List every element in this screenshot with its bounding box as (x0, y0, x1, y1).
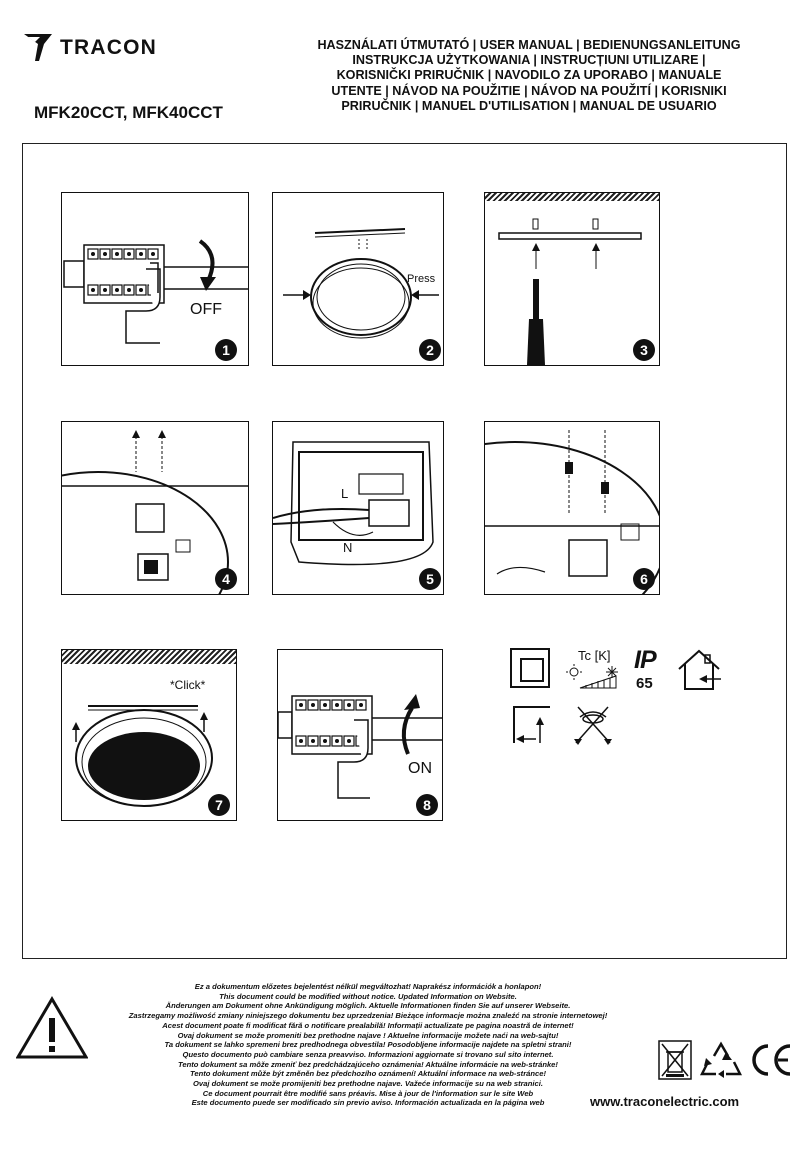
notice-line: Questo documento può cambiare senza prea… (182, 1049, 554, 1059)
ceiling-hatch (62, 650, 236, 664)
no-insulation-cover-icon (574, 706, 612, 745)
step-3-panel: 3 (484, 192, 660, 366)
notice-line: Tento dokument sa môže zmeniť bez predch… (178, 1059, 558, 1069)
neutral-label: N (343, 540, 353, 555)
manual-title: HASZNÁLATI ÚTMUTATÓ | USER MANUAL | BEDI… (282, 38, 776, 114)
ceiling-hatch (485, 193, 659, 201)
terminal-switch-off-illustration (63, 239, 248, 344)
step-6-panel: 6 (484, 421, 660, 595)
disclaimer-notices: Ez a dokumentum előzetes bejelentést nél… (88, 982, 648, 1108)
off-label: OFF (190, 301, 222, 318)
notice-line: This document could be modified without … (219, 991, 517, 1001)
title-line: UTENTE | NÁVOD NA POUŽITIE | NÁVOD NA PO… (331, 83, 727, 98)
title-line: HASZNÁLATI ÚTMUTATÓ | USER MANUAL | BEDI… (317, 38, 741, 52)
step-7-panel: *Click* 7 (61, 649, 237, 821)
notice-line: Acest document poate fi modificat fără o… (162, 1020, 574, 1030)
notice-line: Este documento puede ser modificado sin … (191, 1098, 545, 1108)
step-1-panel: OFF 1 (61, 192, 249, 366)
ip-rating: 65 (636, 675, 653, 692)
brand-logo (22, 30, 202, 69)
step-4-number: 4 (215, 568, 237, 590)
cover-click-illustration (72, 705, 213, 807)
step-4-panel: 4 (61, 421, 249, 595)
notice-line: Ovaj dokument se može promijeniti bez pr… (193, 1079, 543, 1089)
notice-line: Ez a dokumentum előzetes bejelentést nél… (194, 982, 542, 991)
fixture-screw-illustration (485, 430, 659, 594)
brand-name: TRACON (60, 36, 158, 59)
notice-line: Änderungen am Dokument ohne Ankündigung … (165, 1001, 571, 1011)
tc-label: Tc [K] (578, 648, 611, 663)
ce-mark-icon (752, 1044, 791, 1076)
notice-line: Ta dokument se lahko spremeni brez predh… (164, 1040, 572, 1050)
notice-line: Zastrzegamy możliwość zmiany niniejszego… (128, 1011, 608, 1021)
step-8-panel: ON 8 (277, 649, 443, 821)
color-temperature-icon (566, 664, 618, 689)
warning-icon (16, 996, 88, 1059)
on-label: ON (408, 760, 432, 777)
instructions-frame (22, 143, 787, 959)
step-8-number: 8 (416, 794, 438, 816)
step-2-number: 2 (419, 339, 441, 361)
terminal-switch-on-illustration (278, 694, 442, 799)
wiring-connection-illustration (273, 441, 434, 566)
cover-removal-illustration (283, 228, 439, 339)
ip-label: IP (634, 646, 657, 674)
press-label: Press (407, 273, 436, 285)
click-label: *Click* (170, 678, 206, 692)
class-ii-icon (510, 648, 550, 688)
step-3-number: 3 (633, 339, 655, 361)
fixture-alignment-illustration (62, 430, 248, 594)
tracon-logo-icon (24, 34, 52, 61)
indoor-use-icon (678, 649, 721, 690)
live-label: L (341, 486, 349, 501)
step-5-number: 5 (419, 568, 441, 590)
step-5-panel: L N 5 (272, 421, 444, 595)
website-link[interactable]: www.traconelectric.com (590, 1094, 740, 1109)
recycling-icon (700, 1041, 742, 1078)
notice-line: Tento dokument může být změněn bez předc… (190, 1069, 546, 1079)
step-1-number: 1 (215, 339, 237, 361)
title-line: INSTRUKCJA UŻYTKOWANIA | INSTRUCȚIUNI UT… (352, 53, 706, 68)
step-6-number: 6 (633, 568, 655, 590)
weee-bin-icon (658, 1040, 692, 1080)
title-line: PRIRUČNIK | MANUEL D'UTILISATION | MANUA… (341, 98, 717, 113)
notice-line: Ce document pourrait être modifié sans p… (202, 1088, 534, 1098)
step-7-number: 7 (208, 794, 230, 816)
bracket-mounting-illustration (498, 218, 642, 365)
model-numbers: MFK20CCT, MFK40CCT (34, 103, 223, 122)
title-line: KORISNIČKI PRIRUČNIK | NAVODILO ZA UPORA… (336, 68, 722, 83)
step-2-panel: Press 2 (272, 192, 444, 366)
notice-line: Ovaj dokument se može promeniti bez pret… (177, 1030, 559, 1040)
wall-distance-icon (513, 706, 550, 743)
